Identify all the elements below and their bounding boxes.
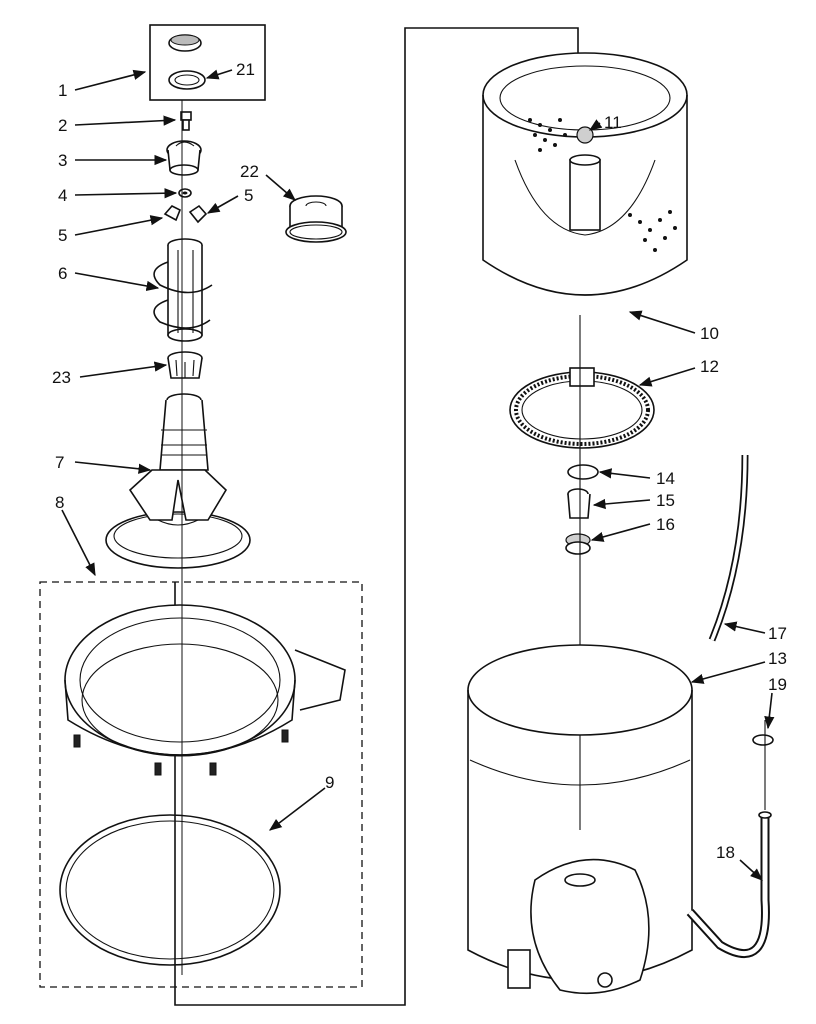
label-part-14: 14	[656, 469, 675, 488]
leader-lines	[61, 69, 775, 881]
part-10-spin-basket	[482, 52, 688, 296]
part-17-hose	[708, 454, 749, 642]
part-22-clutch	[285, 195, 347, 243]
label-part-19: 19	[768, 675, 787, 694]
part-19-clamp	[752, 720, 774, 810]
label-part-4: 4	[58, 186, 67, 205]
label-part-1: 1	[58, 81, 67, 100]
part-3-cam	[166, 140, 202, 176]
part-7-transmission-base	[105, 393, 251, 569]
label-part-12: 12	[700, 357, 719, 376]
label-part-11: 11	[604, 113, 622, 132]
part-14-retaining-ring	[567, 464, 599, 480]
part-number-labels: 1 21 2 3 4 5 5 22 6 23 7 8 9 11 10 12 14…	[52, 60, 787, 862]
part-15-spline-nut	[567, 488, 591, 519]
part-23-drive-bell	[167, 351, 203, 379]
part-18-drain-hose	[686, 811, 772, 959]
label-part-5-left: 5	[58, 226, 67, 245]
part-12-hub-plate	[509, 367, 655, 449]
part-1-agitator-cap-group	[149, 24, 266, 101]
label-part-5-right: 5	[244, 186, 253, 205]
part-9-seal-ring	[59, 814, 281, 966]
label-part-10: 10	[700, 324, 719, 343]
part-2-bolt	[180, 111, 192, 131]
label-part-15: 15	[656, 491, 675, 510]
label-part-6: 6	[58, 264, 67, 283]
label-part-17: 17	[768, 624, 787, 643]
label-part-21: 21	[236, 60, 255, 79]
label-part-13: 13	[768, 649, 787, 668]
label-part-16: 16	[656, 515, 675, 534]
label-part-23: 23	[52, 368, 71, 387]
assembly-connector-line	[174, 27, 579, 1006]
label-part-7: 7	[55, 453, 64, 472]
part-16-seal	[565, 533, 591, 555]
label-part-2: 2	[58, 116, 67, 135]
part-8-tub-ring-box	[39, 581, 363, 988]
label-part-9: 9	[325, 773, 334, 792]
label-part-22: 22	[240, 162, 259, 181]
label-part-3: 3	[58, 151, 67, 170]
part-13-outer-tub	[467, 644, 693, 995]
part-6-agitator	[153, 238, 213, 342]
part-5-dogs	[163, 204, 208, 224]
label-part-18: 18	[716, 843, 735, 862]
label-part-8: 8	[55, 493, 64, 512]
